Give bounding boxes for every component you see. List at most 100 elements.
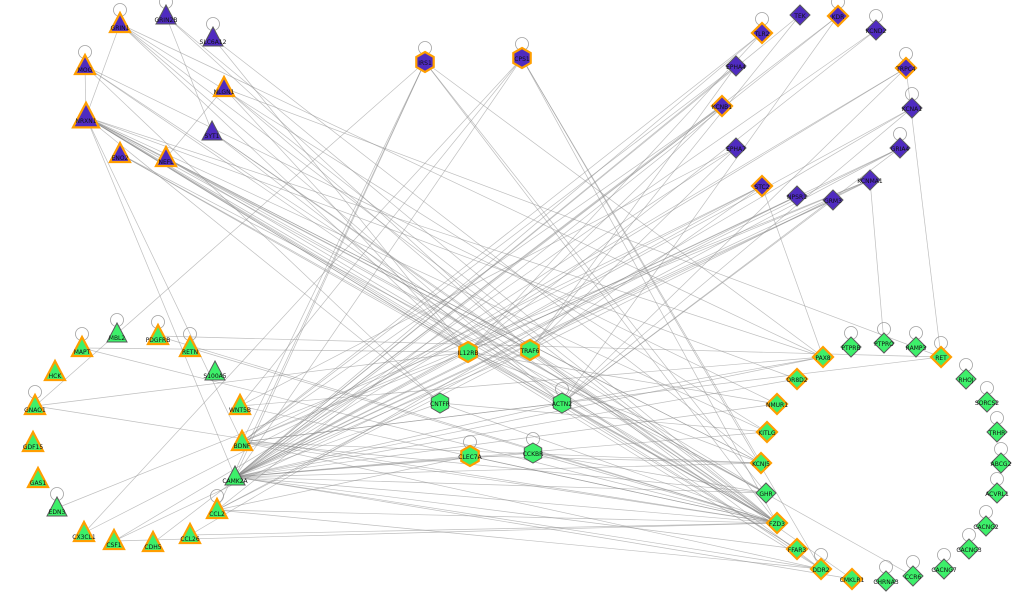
node-WNT5B[interactable] — [228, 392, 252, 416]
node-SORCS2[interactable] — [976, 391, 998, 413]
node-MOG[interactable] — [73, 52, 97, 76]
diamond-shape-icon — [811, 345, 835, 369]
edge-pd5-gh2 — [529, 65, 737, 351]
node-GDF15[interactable] — [21, 429, 45, 453]
diamond-shape-icon — [875, 570, 897, 592]
edge-ph1-gt10 — [241, 61, 426, 443]
node-NRXN1[interactable] — [71, 100, 101, 129]
node-ACTN2[interactable] — [552, 392, 572, 414]
node-GRIN1[interactable] — [108, 10, 132, 34]
node-KCNMA1[interactable] — [859, 169, 881, 191]
edge-ph2-gt8 — [239, 57, 523, 407]
node-GHR[interactable] — [755, 482, 777, 504]
node-GAS1[interactable] — [26, 465, 50, 489]
node-CLEC7A[interactable] — [460, 444, 480, 468]
node-CCR6[interactable] — [902, 565, 924, 587]
node-CDH5[interactable] — [141, 529, 165, 553]
node-BDNF[interactable] — [230, 428, 254, 452]
node-CHRNA3[interactable] — [875, 570, 897, 592]
edge-pd10-gt12 — [234, 147, 901, 478]
node-TRHR[interactable] — [986, 421, 1008, 443]
diamond-shape-icon — [725, 55, 747, 77]
node-EDN3[interactable] — [46, 495, 68, 517]
node-CPS1[interactable] — [512, 46, 532, 70]
node-KCND2[interactable] — [865, 19, 887, 41]
diamond-shape-icon — [750, 174, 774, 198]
node-NLGN1[interactable] — [212, 74, 236, 98]
node-NEFL[interactable] — [154, 144, 178, 168]
edge-gh2-gt14 — [216, 349, 531, 511]
edge-pt4-gd20 — [84, 65, 822, 570]
node-IL12RB[interactable] — [458, 340, 478, 364]
node-TEK[interactable] — [789, 4, 811, 26]
edge-pt6-gd20 — [85, 116, 822, 570]
node-KITLG[interactable] — [755, 420, 779, 444]
node-CNTFR[interactable] — [430, 392, 450, 414]
node-EPHA4[interactable] — [725, 55, 747, 77]
node-S100A5[interactable] — [204, 359, 226, 381]
diamond-shape-icon — [785, 537, 809, 561]
node-CX3CL1[interactable] — [72, 519, 96, 543]
edge-pt6-pt9 — [85, 116, 167, 159]
node-OR8D2[interactable] — [785, 367, 809, 391]
edge-gt12-gd1 — [234, 356, 824, 478]
node-RHOJ[interactable] — [955, 368, 977, 390]
node-RET[interactable] — [929, 345, 953, 369]
node-PAX8[interactable] — [811, 345, 835, 369]
node-PTPRB[interactable] — [840, 336, 862, 358]
node-CACNG2[interactable] — [975, 515, 997, 537]
node-CCL26[interactable] — [178, 521, 202, 545]
node-FFAR3[interactable] — [785, 537, 809, 561]
node-KCNA1[interactable] — [901, 97, 923, 119]
edge-pd6-gt16 — [113, 67, 907, 542]
node-CCKBR[interactable] — [523, 442, 543, 464]
node-FZD3[interactable] — [765, 511, 789, 535]
edge-pd7-gh1 — [467, 105, 723, 353]
node-CCL2[interactable] — [205, 496, 229, 520]
node-CMKLR1[interactable] — [840, 567, 864, 591]
diamond-shape-icon — [958, 538, 980, 560]
edge-pd8-gt12 — [234, 107, 913, 478]
node-MAPT[interactable] — [70, 334, 94, 358]
node-ABCG2[interactable] — [990, 452, 1012, 474]
node-SYT1[interactable] — [201, 119, 223, 141]
node-HCK[interactable] — [43, 358, 67, 382]
node-KCNB1[interactable] — [710, 94, 734, 118]
node-KCNJ5[interactable] — [749, 451, 773, 475]
node-GRIA4[interactable] — [889, 137, 911, 159]
node-KDR[interactable] — [826, 4, 850, 28]
edge-ph1-gt7 — [34, 61, 426, 407]
node-GRIN2B[interactable] — [155, 3, 177, 25]
node-ACVRL1[interactable] — [986, 482, 1008, 504]
node-PTPRO[interactable] — [873, 332, 895, 354]
node-CACNG7[interactable] — [933, 558, 955, 580]
node-PDGFRB[interactable] — [146, 322, 170, 346]
node-NPSR1[interactable] — [786, 185, 808, 207]
node-EPHA7[interactable] — [725, 137, 747, 159]
node-STC2[interactable] — [750, 174, 774, 198]
node-CSF1[interactable] — [102, 527, 126, 551]
node-GRM3[interactable] — [822, 189, 844, 211]
node-IRS1[interactable] — [415, 50, 435, 74]
node-TRPC4[interactable] — [894, 56, 918, 80]
edge-pt6-gd16 — [85, 116, 778, 524]
diamond-shape-icon — [826, 4, 850, 28]
node-SLC6A12[interactable] — [202, 25, 224, 47]
node-RETN[interactable] — [178, 334, 202, 358]
diamond-shape-icon — [873, 332, 895, 354]
triangle-shape-icon — [201, 119, 223, 141]
node-CACNG3[interactable] — [958, 538, 980, 560]
node-layer — [21, 3, 1012, 592]
node-CAMK2A[interactable] — [224, 464, 246, 486]
diamond-shape-icon — [901, 97, 923, 119]
node-GNAO1[interactable] — [23, 392, 47, 416]
node-DDR2[interactable] — [809, 557, 833, 581]
node-ENO2[interactable] — [108, 140, 132, 164]
edge-gt12-gd20 — [234, 476, 822, 570]
node-RAMP3[interactable] — [905, 336, 927, 358]
node-TLR2[interactable] — [750, 21, 774, 45]
node-NMUR1[interactable] — [765, 392, 789, 416]
edge-pd13-gh4 — [561, 199, 834, 404]
node-TRAF6[interactable] — [520, 338, 540, 362]
node-MBL2[interactable] — [106, 321, 128, 343]
